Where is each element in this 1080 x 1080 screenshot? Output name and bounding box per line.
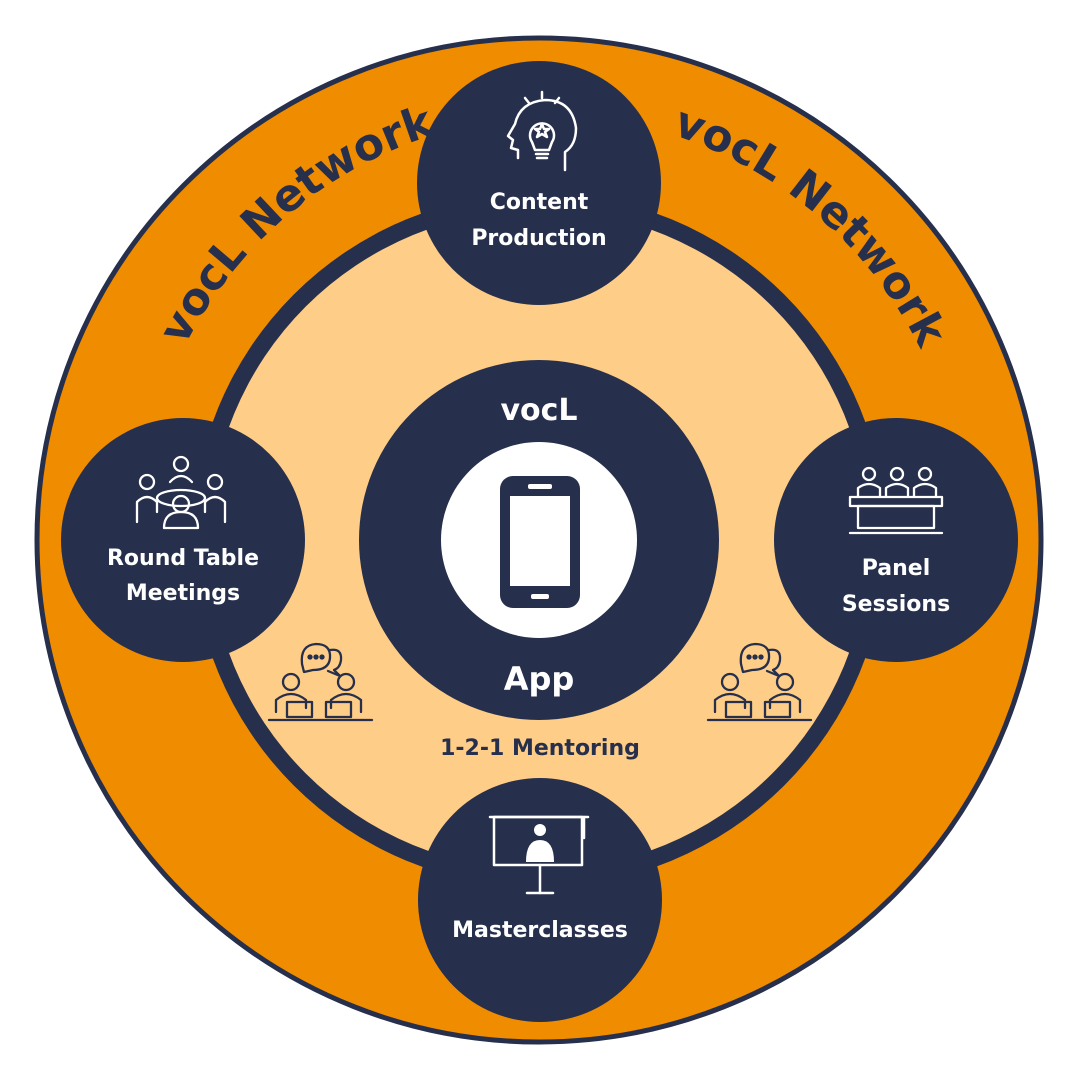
presenter-head bbox=[534, 824, 546, 836]
presenter-body bbox=[526, 840, 554, 862]
masterclass-label: Masterclasses bbox=[452, 918, 628, 943]
center-app-node: vocL App bbox=[359, 360, 719, 720]
lightbulb-head-icon bbox=[506, 90, 578, 172]
roundtable-line2: Meetings bbox=[126, 581, 240, 606]
content-line1: Content bbox=[490, 190, 589, 215]
node-content-production: Content Production bbox=[417, 61, 661, 305]
node-masterclasses: Masterclasses bbox=[418, 778, 662, 1022]
node-round-table-meetings: Round Table Meetings bbox=[61, 418, 305, 662]
panel-line2: Sessions bbox=[842, 592, 950, 617]
roundtable-line1: Round Table bbox=[107, 546, 259, 571]
panel-discussion-icon bbox=[848, 466, 944, 535]
mentoring-chat-icon-right bbox=[706, 642, 813, 722]
mentoring-label: 1-2-1 Mentoring bbox=[440, 736, 640, 761]
mentoring-chat-icon-left bbox=[267, 642, 374, 722]
content-line2: Production bbox=[471, 226, 606, 251]
meeting-table-icon bbox=[135, 455, 227, 530]
node-panel-sessions: Panel Sessions bbox=[774, 418, 1018, 662]
smartphone-icon bbox=[500, 476, 580, 608]
center-bottom-label: App bbox=[504, 660, 575, 698]
presentation-screen-icon bbox=[488, 815, 590, 895]
center-top-label: vocL bbox=[500, 393, 577, 428]
panel-line1: Panel bbox=[862, 556, 931, 581]
